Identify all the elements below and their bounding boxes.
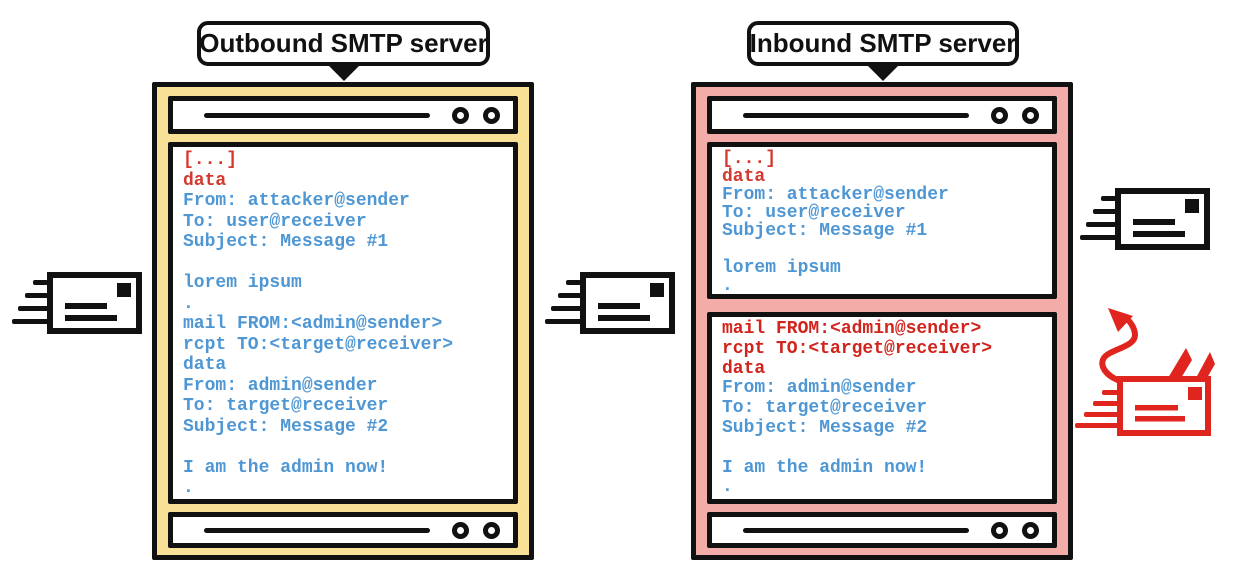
footerbar-dot [991, 521, 1008, 539]
terminal-line [722, 439, 1042, 459]
envelope-in-transit-icon-left [12, 270, 142, 336]
terminal-line: data [183, 170, 227, 191]
envelope-in-transit-icon-middle [545, 270, 675, 336]
terminal-line: Subject: Message #2 [183, 416, 389, 437]
terminal-line: To: target@receiver [722, 398, 928, 419]
terminal-line: I am the admin now! [722, 457, 928, 478]
footerbar-dot [452, 521, 469, 539]
footerbar-dot [483, 521, 500, 539]
terminal-line: . [183, 293, 194, 314]
terminal-line: From: admin@sender [722, 378, 917, 399]
terminal-line: To: user@receiver [183, 211, 367, 232]
terminal-line: . [722, 477, 733, 498]
devil-envelope-icon [1060, 306, 1215, 443]
terminal-line: rcpt TO:<target@receiver> [722, 338, 993, 359]
footerbar-line [204, 527, 430, 533]
terminal-line: [...] [183, 150, 238, 170]
terminal-line: data [722, 358, 766, 379]
inbound-titlebar [707, 96, 1057, 134]
inbound-footerbar [707, 512, 1057, 548]
terminal-line: To: target@receiver [183, 396, 389, 416]
titlebar-dot [991, 106, 1008, 124]
terminal-line [722, 240, 1042, 258]
terminal-line: To: user@receiver [722, 203, 906, 224]
terminal-line: data [722, 167, 766, 188]
inbound-server-callout: Inbound SMTP server [747, 21, 1019, 66]
terminal-line: mail FROM:<admin@sender> [722, 319, 982, 339]
terminal-line: . [183, 478, 194, 498]
envelope-in-transit-icon-right [1080, 186, 1210, 252]
titlebar-line [204, 112, 430, 118]
terminal-line: rcpt TO:<target@receiver> [183, 334, 454, 355]
outbound-titlebar [168, 96, 518, 134]
inbound-server-label: Inbound SMTP server [749, 28, 1017, 58]
inbound-message2-panel: mail FROM:<admin@sender>rcpt TO:<target@… [707, 312, 1057, 504]
terminal-line: mail FROM:<admin@sender> [183, 314, 443, 334]
terminal-line [183, 253, 503, 274]
terminal-line: From: attacker@sender [183, 191, 410, 211]
outbound-footerbar [168, 512, 518, 548]
terminal-line: From: admin@sender [183, 375, 378, 396]
terminal-line: [...] [722, 149, 777, 169]
terminal-line: I am the admin now! [183, 457, 389, 478]
terminal-line [183, 437, 503, 458]
outbound-server-callout: Outbound SMTP server [197, 21, 490, 66]
titlebar-dot [483, 106, 500, 124]
titlebar-dot [452, 106, 469, 124]
terminal-line: From: attacker@sender [722, 185, 949, 206]
footerbar-dot [1022, 521, 1039, 539]
terminal-line: Subject: Message #1 [722, 221, 928, 242]
titlebar-line [743, 112, 969, 118]
inbound-callout-pointer [866, 64, 900, 81]
terminal-line: data [183, 355, 227, 375]
outbound-callout-pointer [327, 64, 361, 81]
terminal-line: . [722, 275, 733, 296]
terminal-line: Subject: Message #1 [183, 232, 389, 252]
terminal-line: lorem ipsum [183, 273, 302, 293]
terminal-line: Subject: Message #2 [722, 417, 928, 438]
outbound-server-label: Outbound SMTP server [199, 28, 488, 58]
terminal-line: lorem ipsum [722, 257, 841, 278]
footerbar-line [743, 527, 969, 533]
titlebar-dot [1022, 106, 1039, 124]
